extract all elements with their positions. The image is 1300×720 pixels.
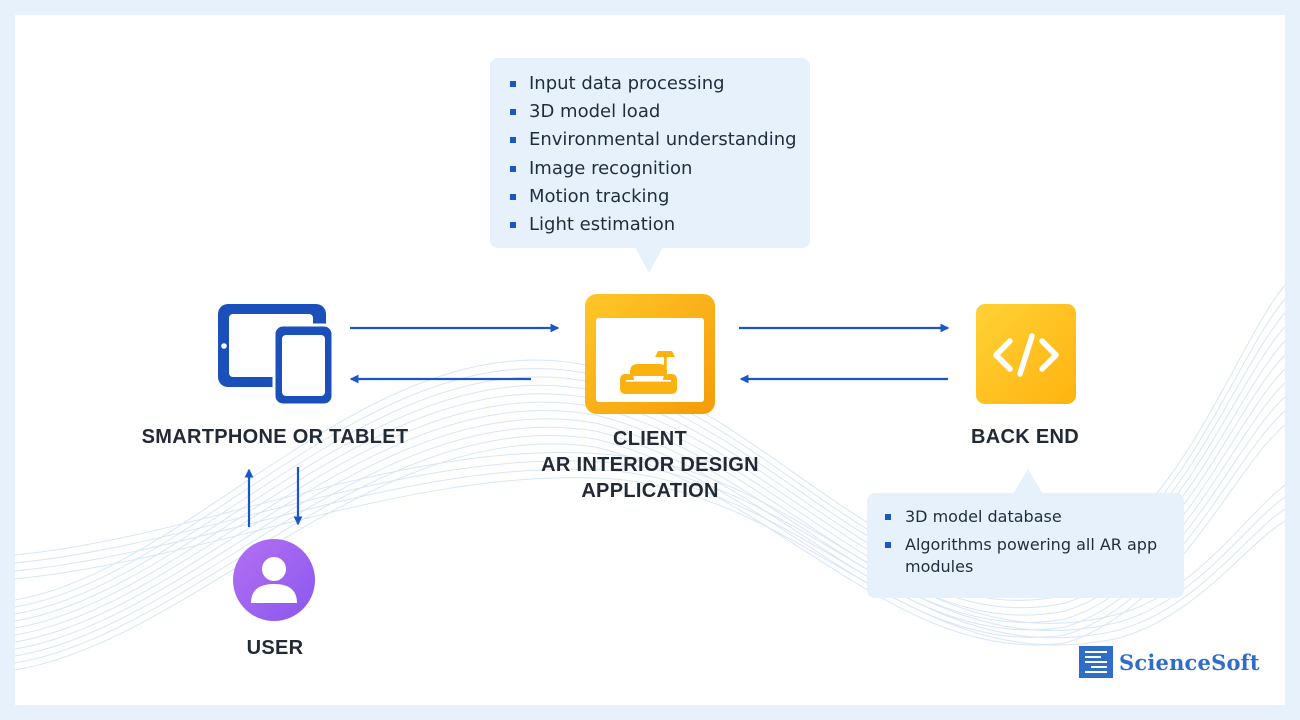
user-avatar-icon [233, 539, 315, 621]
client-label-line: AR INTERIOR DESIGN [541, 454, 759, 476]
client-label-line: APPLICATION [581, 480, 719, 502]
backend-feature-item: 3D model database [885, 506, 1170, 528]
sofa-lamp-window-icon [585, 294, 715, 414]
sciencesoft-logo: ScienceSoft [1079, 646, 1260, 678]
client-label: CLIENT AR INTERIOR DESIGN APPLICATION [505, 426, 795, 504]
user-label: USER [246, 637, 304, 659]
client-feature-item: Light estimation [510, 211, 810, 239]
backend-callout-pointer [1013, 469, 1043, 494]
sciencesoft-logo-icon [1079, 646, 1113, 678]
tablet-smartphone-icon [218, 304, 335, 405]
diagram-canvas: Input data processing 3D model load Envi… [15, 15, 1285, 705]
client-feature-item: Image recognition [510, 155, 810, 183]
client-label-line: CLIENT [612, 428, 688, 450]
code-brackets-icon [976, 304, 1076, 404]
client-callout-pointer [635, 247, 663, 273]
logo-text: ScienceSoft [1119, 649, 1260, 675]
client-features-callout: Input data processing 3D model load Envi… [490, 58, 810, 248]
client-feature-item: Motion tracking [510, 183, 810, 211]
backend-feature-item: Algorithms powering all AR app modules [885, 534, 1170, 578]
backend-features-callout: 3D model database Algorithms powering al… [867, 493, 1184, 598]
client-feature-item: Input data processing [510, 70, 810, 98]
client-feature-item: Environmental understanding [510, 126, 810, 154]
client-feature-item: 3D model load [510, 98, 810, 126]
device-label: SMARTPHONE OR TABLET [141, 426, 409, 448]
backend-label: BACK END [971, 426, 1079, 448]
